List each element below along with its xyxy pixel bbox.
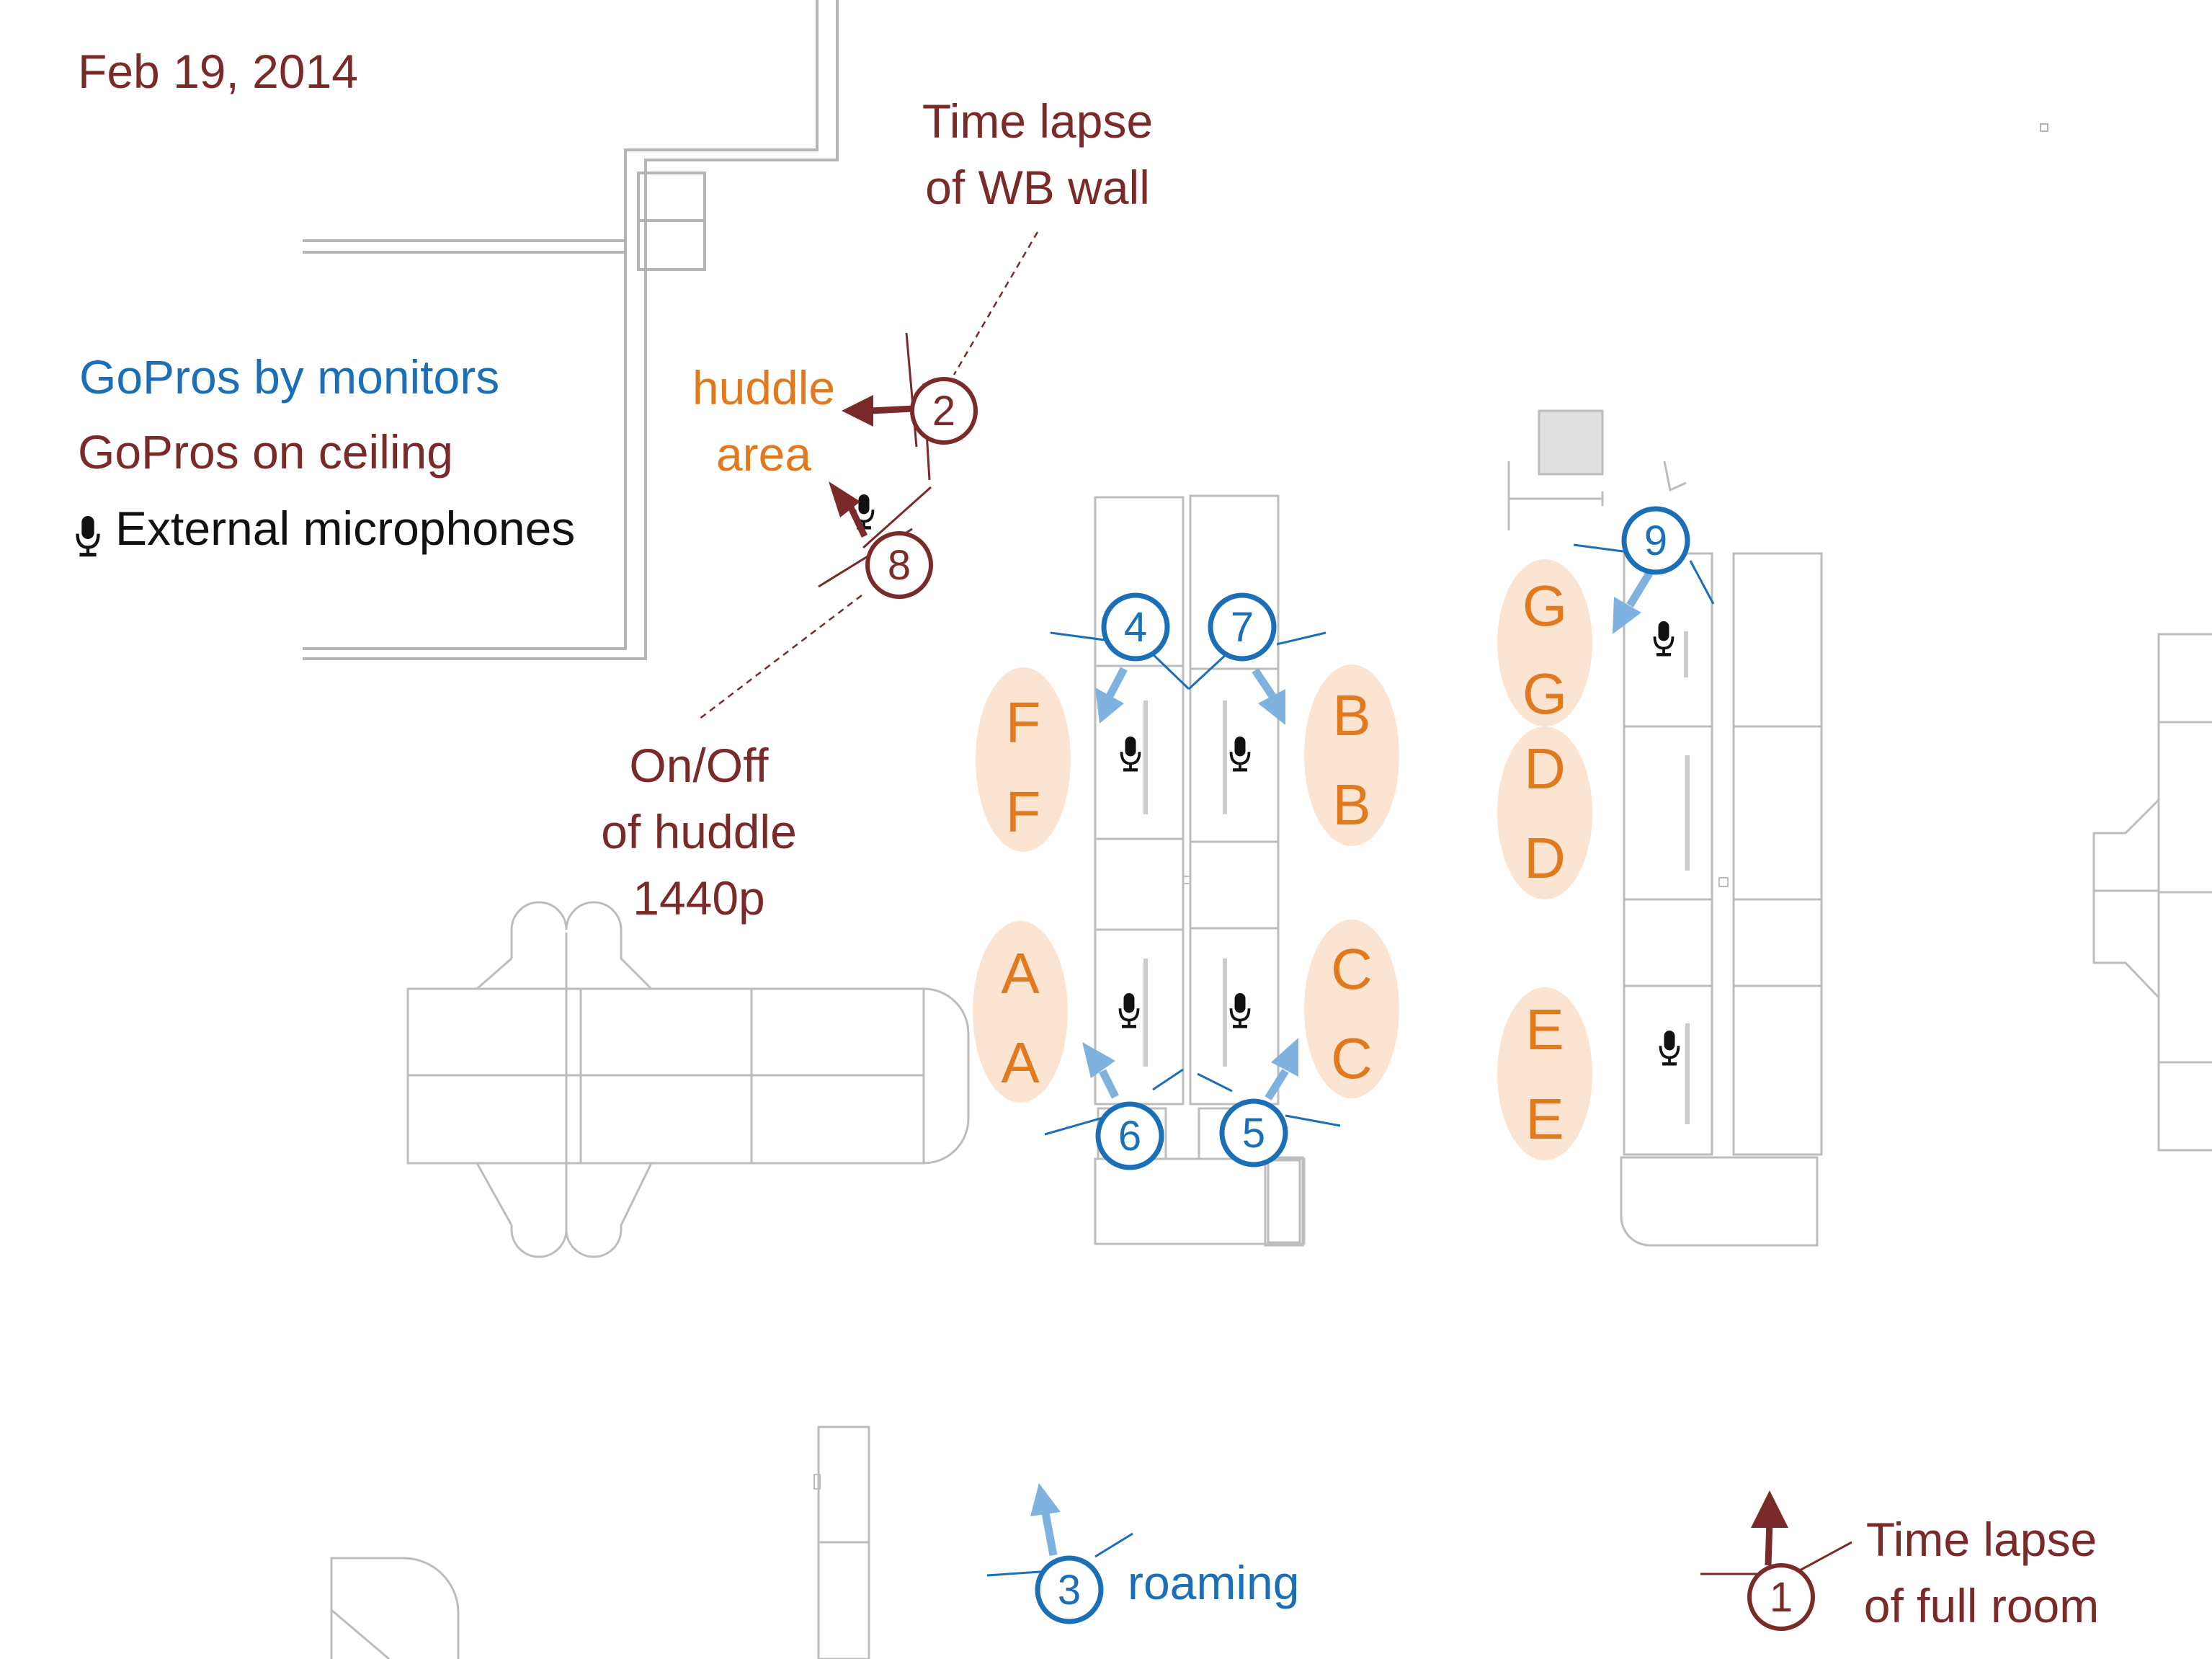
note-huddle-area: huddle area <box>677 355 850 487</box>
note-huddle-line1: huddle <box>692 361 836 414</box>
note-full-room: Time lapse of full room <box>1845 1506 2118 1639</box>
note-wb-wall-line1: Time lapse <box>922 94 1154 148</box>
diagram-date: Feb 19, 2014 <box>78 45 358 98</box>
camera-1-marker <box>1747 1563 1815 1631</box>
camera-4-number: 4 <box>1124 604 1147 651</box>
ceiling-cameras <box>818 332 1852 1575</box>
camera-9-number: 9 <box>1644 517 1667 564</box>
note-wb-wall: Time lapse of WB wall <box>901 88 1174 221</box>
legend-gopro-monitors: GoPros by monitors <box>79 350 500 404</box>
workstations-center <box>1094 494 1306 1247</box>
zone-e-letter-1: E <box>1525 997 1564 1062</box>
zone-c-letter-2: C <box>1331 1026 1373 1090</box>
camera-circles <box>865 377 1815 1631</box>
microphone-icon <box>1122 737 1140 770</box>
microphone-icon <box>76 516 100 557</box>
note-onoff-line2: of huddle <box>601 805 797 858</box>
zone-b <box>1304 664 1399 846</box>
zone-f-letter-2: F <box>1006 780 1041 844</box>
zone-g-letter-1: G <box>1522 574 1567 638</box>
zone-a-letter-1: A <box>1001 941 1040 1005</box>
workstations-right <box>1507 409 1823 1247</box>
zone-c-letter-1: C <box>1331 937 1373 1001</box>
microphone-icon <box>1661 1031 1679 1064</box>
camera-8-number: 8 <box>888 542 911 589</box>
camera-numbers: 2 8 1 4 7 6 5 9 3 <box>888 388 1793 1621</box>
camera-6-marker <box>1095 1101 1164 1170</box>
zone-f <box>976 667 1071 852</box>
microphone-icon <box>1120 993 1138 1026</box>
zone-f-letter-1: F <box>1006 690 1041 755</box>
camera-2-marker <box>910 377 978 445</box>
microphone-icon <box>1231 993 1249 1026</box>
camera-7-marker <box>1208 592 1277 662</box>
legend-gopro-ceiling: GoPros on ceiling <box>78 425 453 479</box>
camera-7-number: 7 <box>1231 604 1254 651</box>
microphone-icon <box>1231 737 1249 770</box>
furniture-bottom <box>330 1426 870 1659</box>
zone-g-letter-2: G <box>1522 662 1567 726</box>
note-huddle-line2: area <box>715 427 812 481</box>
furniture-far-right <box>2092 633 2212 1152</box>
zone-g <box>1497 559 1592 726</box>
walls <box>303 0 2048 660</box>
camera-3-number: 3 <box>1058 1567 1081 1614</box>
camera-4-marker <box>1101 592 1170 662</box>
camera-2-number: 2 <box>932 388 955 435</box>
seat-zone-letters: F F A A B B C C G G D D E E <box>1001 574 1567 1151</box>
camera-6-number: 6 <box>1118 1113 1141 1160</box>
zone-d-letter-1: D <box>1524 737 1566 801</box>
note-full-room-line2: of full room <box>1863 1579 2100 1632</box>
camera-5-number: 5 <box>1242 1110 1265 1157</box>
zone-c <box>1304 920 1399 1098</box>
camera-1-number: 1 <box>1770 1574 1793 1621</box>
zone-a-letter-2: A <box>1001 1031 1040 1095</box>
leader-lines <box>698 231 1039 720</box>
note-roaming: roaming <box>1128 1556 1300 1609</box>
zone-b-letter-2: B <box>1332 773 1370 837</box>
note-onoff-line1: On/Off <box>629 739 769 792</box>
legend-external-mics: External microphones <box>115 502 576 555</box>
camera-5-marker <box>1219 1098 1288 1167</box>
zone-e-letter-2: E <box>1525 1087 1564 1151</box>
zone-a <box>973 921 1068 1103</box>
microphone-icon <box>1655 621 1673 654</box>
seat-zones <box>973 559 1592 1160</box>
zone-e <box>1497 987 1592 1160</box>
camera-9-marker <box>1621 506 1690 575</box>
conference-table-left <box>406 901 970 1258</box>
camera-8-marker <box>865 531 933 599</box>
zone-d <box>1497 726 1592 899</box>
zone-b-letter-1: B <box>1332 683 1370 747</box>
zone-d-letter-2: D <box>1524 826 1566 890</box>
camera-3-marker <box>1035 1555 1104 1624</box>
note-onoff-line3: 1440p <box>633 871 765 925</box>
note-on-off-huddle: On/Off of huddle 1440p <box>569 732 829 931</box>
note-full-room-line1: Time lapse <box>1865 1513 2097 1566</box>
note-wb-wall-line2: of WB wall <box>925 161 1150 214</box>
monitor-camera-arrows <box>1030 570 1654 1557</box>
